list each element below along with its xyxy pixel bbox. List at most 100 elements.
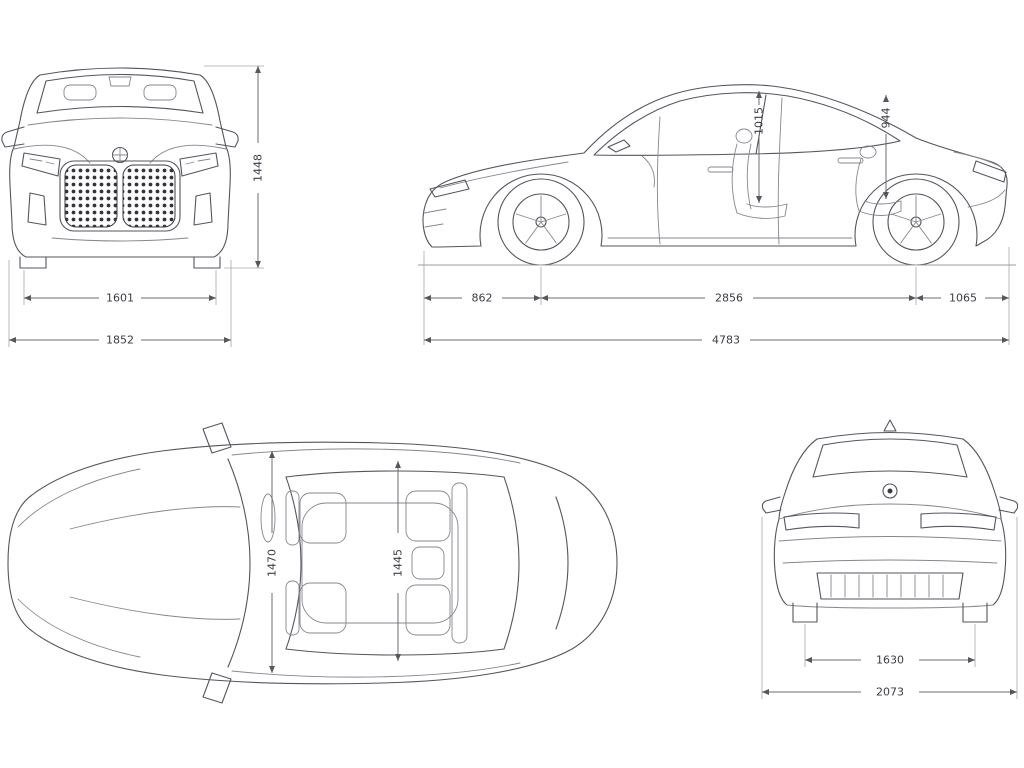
front-spokes (515, 195, 567, 244)
rear-badge-center (887, 488, 893, 494)
rear-spokes (890, 195, 942, 244)
fender-arc-bottom (17, 598, 141, 658)
roof-front-edge (285, 476, 302, 650)
diffuser-slats (830, 574, 944, 598)
mirror-top (202, 422, 232, 454)
headrest-right (143, 84, 177, 101)
b-pillar (755, 94, 767, 155)
top-view: 1470 1445 (0, 415, 640, 715)
hood-crease-top (69, 506, 241, 530)
dim-label-rear-track: 1630 (876, 654, 904, 667)
taillight-right (920, 512, 997, 531)
dim-label-width-with-mirrors: 2073 (876, 686, 904, 699)
rear-glass-arc (503, 476, 520, 650)
fender-arc-top (17, 468, 141, 528)
brand-roundel-cross (112, 147, 128, 163)
glasshouse (593, 92, 901, 156)
tire-left (792, 602, 818, 623)
rear-seat-center (411, 546, 445, 580)
seat-front-right-cushion (299, 582, 347, 634)
hood-crease-left (13, 144, 91, 164)
side-mirror-right (215, 126, 239, 148)
front-door-seam (656, 116, 661, 245)
bumper-crease-lower (782, 559, 998, 564)
front-seat-headrest (735, 128, 753, 144)
plan-body-outline (7, 441, 618, 685)
headrest-left (63, 84, 97, 101)
dim-label-front-width: 1470 (266, 549, 279, 577)
body-side-right (992, 518, 1007, 606)
diffuser-outline (816, 572, 964, 600)
seat-front-right-back (285, 580, 300, 636)
taillight-left (783, 512, 860, 531)
rear-rim (887, 193, 945, 251)
dim-label-rear-overhang: 1065 (949, 292, 977, 305)
dim-label-wheelbase: 2856 (715, 292, 743, 305)
hood-crease (27, 117, 213, 126)
rear-seat-headrest (859, 145, 877, 159)
rear-window (812, 438, 968, 478)
kidney-grille-right (122, 164, 176, 228)
front-intake-lines (423, 208, 447, 228)
side-body-outline (422, 84, 1008, 248)
rear-roof (816, 431, 964, 440)
rear-bumper-seam (967, 189, 1006, 208)
dim-label-front-track: 1601 (106, 292, 134, 305)
hood-crease-bottom (69, 596, 241, 620)
tire-right (193, 256, 221, 269)
front-seat-back (731, 143, 752, 214)
trunk-shoulder-line (778, 503, 1002, 520)
hood-cutline (439, 161, 569, 189)
headlight-side (429, 179, 470, 198)
bumper-crease-upper (778, 536, 1002, 542)
tire-left (19, 256, 47, 269)
headlight-left (21, 152, 61, 177)
rear-seat-right-cushion (405, 584, 451, 636)
trunk-edge-arc (555, 496, 569, 630)
side-view: 1015 944 862 2856 1065 47 (410, 55, 1024, 360)
dim-label-rear-headroom: 944 (880, 108, 893, 129)
headlight-right-detail (185, 158, 211, 165)
side-dimensions: 1015 944 862 2856 1065 47 (418, 91, 1016, 347)
kidney-grille-left (64, 164, 118, 228)
dashboard-line (641, 155, 655, 188)
dim-label-front-overhang: 862 (472, 292, 493, 305)
rear-car-drawing (761, 419, 1019, 623)
top-car-drawing (7, 422, 618, 704)
front-car-drawing (1, 67, 239, 269)
side-mirror-left (1, 126, 25, 148)
headlight-right (179, 152, 219, 177)
front-view: 1448 1601 1852 (0, 55, 290, 360)
rear-seat-left-cushion (405, 490, 451, 542)
tire-right (962, 602, 988, 623)
roof-top-edge (285, 470, 505, 478)
seat-front-left-back (285, 490, 300, 546)
front-rim (512, 193, 570, 251)
rear-view: 1630 2073 (755, 415, 1024, 715)
antenna-fin (883, 419, 897, 432)
bumper-bottom (786, 604, 994, 609)
taillight-side (972, 160, 1007, 183)
door-handle-front (707, 166, 734, 173)
shoulder-line-bottom (231, 662, 521, 678)
rearview-mirror (108, 76, 132, 87)
mirror-bottom (202, 672, 232, 704)
steering-wheel (260, 493, 276, 543)
dim-label-front-headroom: 1015 (753, 107, 766, 135)
side-car-drawing (422, 84, 1008, 266)
rear-pillar-right (962, 438, 1002, 520)
windshield (36, 73, 204, 114)
rear-door-seam (777, 97, 783, 245)
sunroof-panel (301, 502, 459, 624)
dim-label-overall-height: 1448 (252, 154, 265, 182)
roof-bottom-edge (285, 648, 505, 656)
intake-left (27, 192, 47, 226)
windshield-base-arc (227, 458, 251, 668)
rear-seat-back (855, 158, 862, 212)
hood-crease-right (149, 144, 227, 164)
headlight-left-detail (29, 158, 55, 165)
shoulder-line-top (231, 448, 521, 464)
rear-pillar-left (778, 438, 818, 520)
front-dimensions: 1448 1601 1852 (8, 65, 265, 347)
front-body-outline (9, 67, 231, 258)
